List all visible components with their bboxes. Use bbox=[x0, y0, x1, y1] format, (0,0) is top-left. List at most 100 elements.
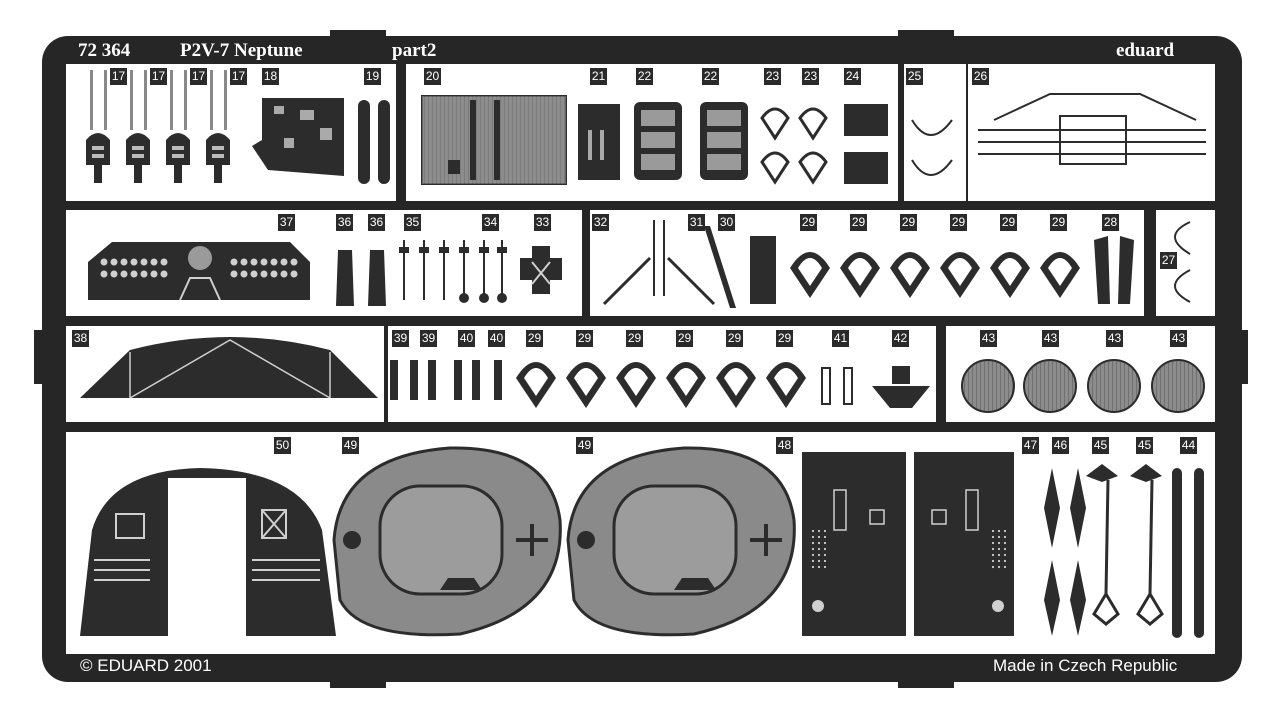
part-number-label: 17 bbox=[110, 68, 127, 85]
part-44 bbox=[1172, 468, 1204, 638]
part-number-label: 43 bbox=[1106, 330, 1123, 347]
part-47-46 bbox=[1044, 468, 1086, 636]
part-number-label: 49 bbox=[342, 437, 359, 454]
part-number-label: 45 bbox=[1092, 437, 1109, 454]
part-22-group bbox=[634, 102, 748, 180]
panel-r1-d bbox=[968, 64, 1215, 201]
fret-tab-right bbox=[1240, 330, 1248, 384]
brand-name: eduard bbox=[1116, 40, 1175, 61]
part-37 bbox=[88, 242, 310, 301]
part-number-label: 29 bbox=[1000, 214, 1017, 231]
fret-tab-bottom bbox=[330, 680, 386, 688]
part-number-label: 29 bbox=[576, 330, 593, 347]
part-number-label: 29 bbox=[626, 330, 643, 347]
part-33 bbox=[520, 246, 562, 294]
part-number-label: 23 bbox=[802, 68, 819, 85]
part-number-label: 17 bbox=[150, 68, 167, 85]
part-number-label: 22 bbox=[636, 68, 653, 85]
part-27 bbox=[1174, 221, 1191, 303]
copyright-text: © EDUARD 2001 bbox=[80, 656, 212, 675]
part-number-label: 40 bbox=[458, 330, 475, 347]
part-number-label: 29 bbox=[726, 330, 743, 347]
part-number-label: 43 bbox=[1042, 330, 1059, 347]
part-24 bbox=[844, 104, 888, 184]
panel-r1-c bbox=[904, 64, 966, 201]
fret-tab-top bbox=[330, 30, 386, 38]
part-number-label: 40 bbox=[488, 330, 505, 347]
part-number-label: 47 bbox=[1022, 437, 1039, 454]
part-number-label: 38 bbox=[72, 330, 89, 347]
part-number-label: 29 bbox=[676, 330, 693, 347]
part-number-label: 17 bbox=[190, 68, 207, 85]
part-number-label: 39 bbox=[392, 330, 409, 347]
part-number-label: 49 bbox=[576, 437, 593, 454]
kit-code: 72 364 bbox=[78, 40, 131, 61]
part-number-label: 21 bbox=[590, 68, 607, 85]
part-50 bbox=[80, 468, 336, 636]
part-number-label: 41 bbox=[832, 330, 849, 347]
part-number-label: 36 bbox=[368, 214, 385, 231]
part-25 bbox=[911, 119, 953, 176]
part-number-label: 25 bbox=[906, 68, 923, 85]
fret-tab-left bbox=[34, 330, 44, 384]
part-number-label: 39 bbox=[420, 330, 437, 347]
part-number-label: 35 bbox=[404, 214, 421, 231]
part-38 bbox=[80, 337, 378, 399]
part-number-label: 22 bbox=[702, 68, 719, 85]
part-number-label: 45 bbox=[1136, 437, 1153, 454]
fret-tab-top-2 bbox=[898, 30, 954, 38]
part-31-30 bbox=[704, 226, 776, 308]
part-21 bbox=[578, 104, 620, 180]
part-number-label: 33 bbox=[534, 214, 551, 231]
part-number-label: 27 bbox=[1160, 252, 1177, 269]
part-number-label: 31 bbox=[688, 214, 705, 231]
part-39-40-group bbox=[390, 360, 502, 400]
part-48 bbox=[802, 452, 1014, 636]
part-19 bbox=[358, 100, 390, 184]
part-36 bbox=[336, 250, 386, 306]
part-number-label: 28 bbox=[1102, 214, 1119, 231]
part-number-label: 34 bbox=[482, 214, 499, 231]
part-17-group bbox=[86, 70, 230, 183]
part-number-label: 18 bbox=[262, 68, 279, 85]
kit-name: P2V-7 Neptune bbox=[180, 40, 303, 61]
part-32 bbox=[602, 220, 716, 306]
part-29-row3 bbox=[516, 362, 806, 408]
part-number-label: 30 bbox=[718, 214, 735, 231]
part-number-label: 29 bbox=[800, 214, 817, 231]
part-number-label: 19 bbox=[364, 68, 381, 85]
part-49-group bbox=[332, 446, 796, 637]
part-29-row2 bbox=[790, 252, 1080, 298]
part-number-label: 43 bbox=[980, 330, 997, 347]
part-number-label: 46 bbox=[1052, 437, 1069, 454]
part-42 bbox=[872, 366, 930, 408]
part-number-label: 17 bbox=[230, 68, 247, 85]
part-number-label: 29 bbox=[1050, 214, 1067, 231]
part-number-label: 32 bbox=[592, 214, 609, 231]
part-number-label: 50 bbox=[274, 437, 291, 454]
part-number-label: 24 bbox=[844, 68, 861, 85]
part-41 bbox=[821, 367, 853, 405]
fret-tab-bottom-2 bbox=[898, 680, 954, 688]
part-number-label: 23 bbox=[764, 68, 781, 85]
part-number-label: 29 bbox=[526, 330, 543, 347]
part-number-label: 29 bbox=[900, 214, 917, 231]
part-number-label: 29 bbox=[850, 214, 867, 231]
part-number-label: 20 bbox=[424, 68, 441, 85]
part-18 bbox=[252, 98, 344, 176]
part-number-label: 29 bbox=[776, 330, 793, 347]
part-20 bbox=[421, 95, 567, 185]
part-number-label: 43 bbox=[1170, 330, 1187, 347]
part-23-group bbox=[760, 107, 828, 185]
part-28 bbox=[1094, 236, 1134, 304]
part-number-label: 44 bbox=[1180, 437, 1197, 454]
part-number-label: 26 bbox=[972, 68, 989, 85]
part-number-label: 37 bbox=[278, 214, 295, 231]
part-35-34-group bbox=[399, 240, 507, 303]
origin-text: Made in Czech Republic bbox=[993, 656, 1178, 675]
part-45-group bbox=[1086, 464, 1164, 626]
part-26 bbox=[978, 93, 1206, 165]
part-43-group bbox=[961, 359, 1205, 413]
part-number-label: 29 bbox=[950, 214, 967, 231]
